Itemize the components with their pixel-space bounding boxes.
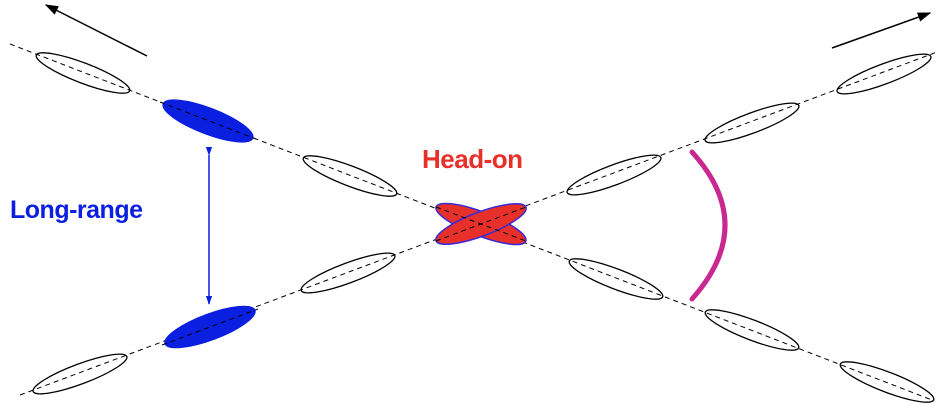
long-range-bunch-upper (159, 92, 258, 151)
bunch (564, 148, 665, 202)
arc-icon (692, 152, 725, 299)
bunch (300, 149, 401, 204)
bunch (566, 252, 667, 307)
bunch (834, 47, 935, 101)
head-on-label: Head-on (422, 144, 523, 175)
long-range-bunch-lower (160, 298, 259, 356)
bunch (298, 246, 399, 300)
arrow-icon (46, 5, 147, 56)
arrow-icon (832, 13, 930, 48)
long-range-label: Long-range (10, 196, 143, 225)
bunch (837, 355, 938, 405)
bunch (33, 46, 134, 101)
bunch (702, 96, 803, 150)
bunch (30, 347, 131, 401)
